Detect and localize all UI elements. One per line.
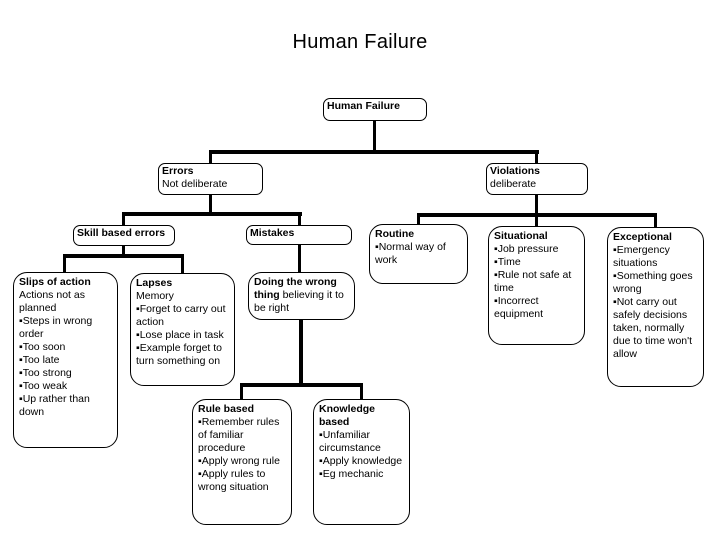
node-rule-based: Rule based ▪Remember rules of familiar p…	[192, 399, 292, 525]
connector-line	[181, 254, 184, 273]
text-line: ▪Too late	[19, 354, 60, 366]
text-line: ▪Not carry out safely decisions taken, n…	[613, 296, 693, 360]
text-line: ▪Remember rules of familiar procedure	[198, 416, 280, 454]
node-situational: Situational ▪Job pressure▪Time▪Rule not …	[488, 226, 585, 345]
node-routine: Routine ▪Normal way of work	[369, 224, 468, 284]
connector-line	[122, 212, 302, 216]
connector-line	[209, 150, 212, 163]
text-line: ▪Steps in wrong order	[19, 315, 93, 340]
node-title: Lapses	[136, 277, 173, 289]
node-body: Memory▪Forget to carry out action▪Lose p…	[136, 290, 230, 368]
text-line: ▪Apply wrong rule	[198, 455, 280, 467]
connector-line	[535, 213, 538, 226]
text-line: ▪Apply rules to wrong situation	[198, 468, 269, 493]
text-line: Memory	[136, 290, 174, 302]
node-body: ▪Emergency situations▪Something goes wro…	[613, 244, 699, 361]
node-knowledge-based: Knowledge based ▪Unfamiliar circumstance…	[313, 399, 410, 525]
node-body: ▪Unfamiliar circumstance▪Apply knowledge…	[319, 429, 405, 481]
text-line: ▪Incorrect equipment	[494, 295, 544, 320]
connector-line	[240, 383, 363, 387]
connector-line	[654, 213, 657, 227]
text-line: ▪Lose place in task	[136, 329, 224, 341]
node-exceptional: Exceptional ▪Emergency situations▪Someth…	[607, 227, 704, 387]
node-title: Doing the wrong thing	[254, 276, 337, 301]
node-body: ▪Remember rules of familiar procedure▪Ap…	[198, 416, 287, 494]
node-title: Slips of action	[19, 276, 91, 288]
connector-line	[373, 121, 376, 152]
node-title-suffix: believing it to be right	[254, 289, 344, 314]
node-title: Rule based	[198, 403, 255, 415]
node-title: Skill based errors	[77, 227, 166, 239]
node-skill-based-errors: Skill based errors	[73, 225, 175, 246]
node-doing-the-wrong-thing: Doing the wrong thing believing it to be…	[248, 272, 355, 320]
connector-line	[417, 213, 420, 224]
text-line: ▪Too soon	[19, 341, 66, 353]
text-line: ▪Too weak	[19, 380, 68, 392]
connector-line	[299, 320, 303, 385]
connector-line	[360, 383, 363, 399]
node-body: ▪Normal way of work	[375, 241, 463, 267]
node-errors: Errors Not deliberate	[158, 163, 263, 195]
node-title: Routine	[375, 228, 415, 240]
text-line: ▪Time	[494, 256, 521, 268]
node-title: Errors	[162, 165, 194, 177]
text-line: ▪Unfamiliar circumstance	[319, 429, 381, 454]
connector-line	[535, 150, 538, 163]
node-violations: Violations deliberate	[486, 163, 588, 195]
node-human-failure: Human Failure	[323, 98, 427, 121]
connector-line	[209, 150, 539, 154]
text-line: ▪Forget to carry out action	[136, 303, 226, 328]
connector-line	[63, 254, 184, 258]
text-line: ▪Normal way of work	[375, 241, 446, 266]
node-title: Knowledge based	[319, 403, 376, 428]
text-line: ▪Rule not safe at time	[494, 269, 572, 294]
connector-line	[298, 245, 301, 272]
node-body: deliberate	[490, 178, 584, 191]
node-body: ▪Job pressure▪Time▪Rule not safe at time…	[494, 243, 580, 321]
connector-line	[122, 246, 125, 256]
connector-line	[298, 212, 301, 225]
text-line: ▪Example forget to turn something on	[136, 342, 223, 367]
text-line: Not deliberate	[162, 178, 228, 190]
text-line: ▪Eg mechanic	[319, 468, 384, 480]
text-line: ▪Apply knowledge	[319, 455, 403, 467]
text-line: ▪Job pressure	[494, 243, 559, 255]
connector-line	[535, 195, 538, 214]
node-title: Mistakes	[250, 227, 295, 239]
node-body: Actions not as planned▪Steps in wrong or…	[19, 289, 113, 419]
text-line: ▪Too strong	[19, 367, 72, 379]
text-line: Actions not as planned	[19, 289, 85, 314]
page-title: Human Failure	[292, 31, 428, 53]
node-title: Exceptional	[613, 231, 672, 243]
connector-line	[122, 212, 125, 225]
connector-line	[240, 383, 243, 399]
node-text: Doing the wrong thing believing it to be…	[254, 276, 350, 315]
text-line: deliberate	[490, 178, 537, 190]
connector-line	[63, 254, 66, 272]
node-title: Violations	[490, 165, 540, 177]
text-line: ▪Up rather than down	[19, 393, 90, 418]
text-line: ▪Emergency situations	[613, 244, 670, 269]
node-mistakes: Mistakes	[246, 225, 352, 245]
node-slips-of-action: Slips of action Actions not as planned▪S…	[13, 272, 118, 448]
node-title: Human Failure	[327, 100, 400, 112]
text-line: ▪Something goes wrong	[613, 270, 693, 295]
node-title: Situational	[494, 230, 548, 242]
node-lapses: Lapses Memory▪Forget to carry out action…	[130, 273, 235, 386]
connector-line	[209, 195, 212, 213]
node-body: Not deliberate	[162, 178, 259, 191]
